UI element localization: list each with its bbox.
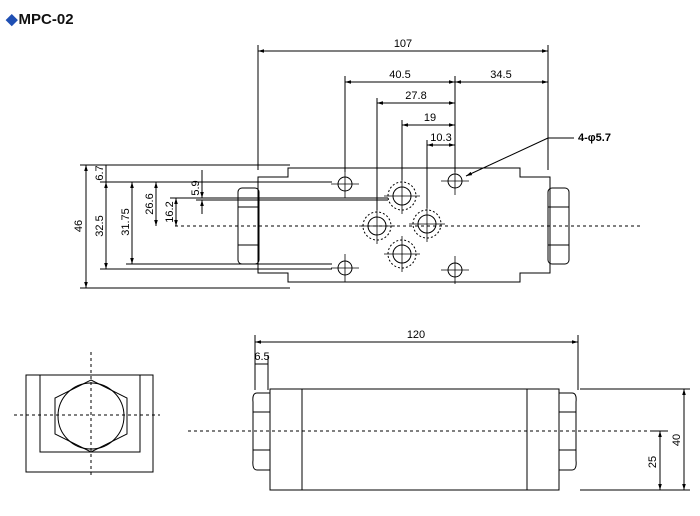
model-label: MPC-02 [18, 11, 74, 28]
dim-label-31-75: 31.75 [120, 208, 132, 236]
front-left-flange [269, 388, 303, 491]
end-view [14, 352, 160, 478]
diamond-bullet-icon: ◆ [6, 11, 18, 28]
dim-label-19: 19 [424, 112, 436, 124]
front-left-nut [252, 392, 271, 471]
end-view-body [25, 374, 154, 473]
dim-label-40-5: 40.5 [389, 69, 410, 81]
dim-label-6-5: 6.5 [254, 351, 269, 363]
dim-label-34-5: 34.5 [490, 69, 511, 81]
dim-label-holes: 4-φ5.7 [578, 132, 611, 144]
dim-label-120: 120 [407, 329, 425, 341]
dim-label-6-7: 6.7 [94, 165, 106, 180]
front-body [301, 388, 528, 491]
holes-leader [465, 137, 549, 177]
dim-label-10-3: 10.3 [430, 132, 451, 144]
valve-body-outline [257, 167, 551, 283]
front-right-nut [558, 392, 577, 471]
dim-label-40: 40 [671, 434, 683, 446]
dim-label-107: 107 [394, 38, 412, 50]
dim-label-32-5: 32.5 [94, 215, 106, 236]
right-hex-nut [547, 187, 570, 265]
end-view-hex-nut [54, 379, 128, 453]
top-view [80, 45, 640, 289]
dim-label-25: 25 [647, 456, 659, 468]
dim-label-26-6: 26.6 [144, 193, 156, 214]
dim-label-5-9: 5.9 [190, 180, 202, 195]
front-view [188, 335, 690, 491]
drawing-title: ◆MPC-02 [6, 10, 74, 28]
end-view-nut-face [57, 382, 125, 450]
dim-label-16-2: 16.2 [164, 201, 176, 222]
front-right-flange [526, 388, 560, 491]
dim-label-46: 46 [73, 220, 85, 232]
dim-label-27-8: 27.8 [405, 90, 426, 102]
